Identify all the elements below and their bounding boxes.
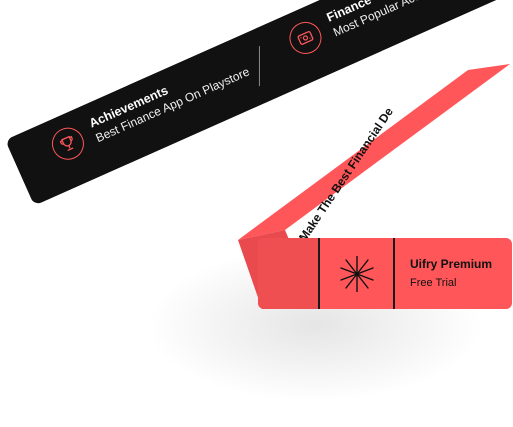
- card-fold: [258, 238, 318, 309]
- money-icon: [284, 16, 327, 59]
- ribbon-background: [7, 0, 513, 204]
- premium-subtitle: Free Trial: [410, 277, 457, 289]
- premium-title: Uifry Premium: [410, 257, 493, 271]
- card-divider: [318, 238, 320, 309]
- card-divider: [393, 238, 395, 309]
- star-icon: [340, 256, 374, 292]
- feature-separator: [258, 46, 260, 87]
- premium-card[interactable]: Uifry Premium Free Trial: [258, 238, 512, 309]
- feature-achievements: Achievements Best Finance App On Playsto…: [46, 49, 252, 165]
- feature-finance: Finance Most Popular Accounting App: [284, 0, 481, 59]
- trophy-icon: [46, 122, 89, 165]
- red-band: [238, 64, 510, 240]
- feature-ribbon: Achievements Best Finance App On Playsto…: [5, 0, 513, 206]
